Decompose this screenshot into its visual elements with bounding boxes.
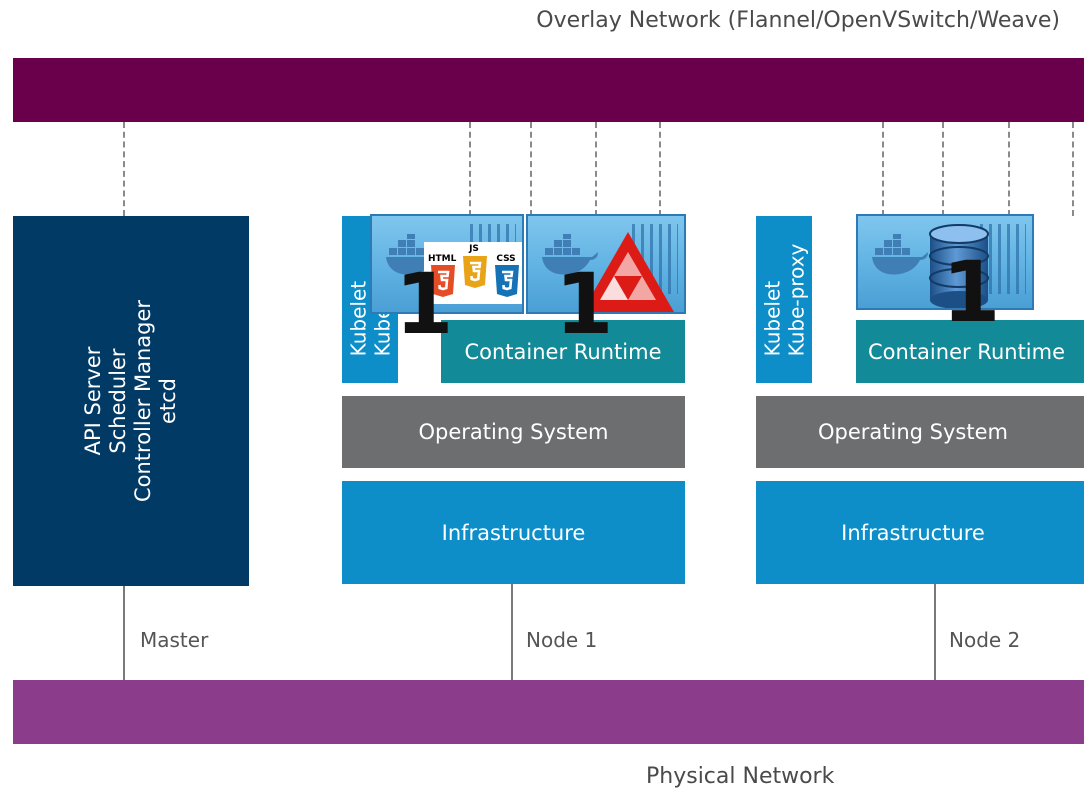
overlay-connector — [942, 122, 944, 216]
node2-container-runtime: Container Runtime — [856, 320, 1084, 383]
physical-network-bar — [13, 680, 1084, 744]
node1-label: Node 1 — [526, 628, 598, 652]
overlay-connector — [1008, 122, 1010, 216]
controller-manager-label: Controller Manager — [131, 299, 155, 503]
node1-container-web-count: 1 — [395, 255, 454, 353]
overlay-network-bar — [13, 58, 1084, 122]
node1-container-web: HTML JS CSS — [370, 214, 524, 314]
js-icon — [463, 256, 487, 288]
database-cylinder-icon — [929, 224, 989, 308]
physical-network-label: Physical Network — [646, 764, 835, 789]
overlay-connector — [123, 122, 125, 216]
overlay-network-label: Overlay Network (Flannel/OpenVSwitch/Wea… — [536, 8, 1060, 33]
overlay-connector — [530, 122, 532, 216]
web-badges: HTML JS CSS — [424, 242, 522, 304]
node2-infrastructure: Infrastructure — [756, 481, 1084, 584]
docker-whale-icon — [542, 234, 598, 275]
css3-icon — [495, 265, 519, 297]
css3-label: CSS — [496, 254, 516, 264]
node1-kubelet-label: Kubelet — [346, 280, 371, 356]
overlay-connector — [595, 122, 597, 216]
node2-kubelet-text: Kubelet Kube-proxy — [760, 243, 808, 356]
master-physical-link — [123, 586, 125, 680]
node1-container-red-count: 1 — [555, 255, 614, 353]
overlay-connector — [882, 122, 884, 216]
node2-kubelet-block: Kubelet Kube-proxy — [756, 216, 812, 383]
node1-physical-link — [511, 584, 513, 680]
overlay-connector — [659, 122, 661, 216]
red-triangle-logo-icon — [582, 232, 674, 312]
node2-container-db — [856, 214, 1034, 310]
node2-container-db-count: 1 — [942, 243, 1001, 341]
master-components-text: API Server Scheduler Controller Manager … — [81, 300, 181, 502]
node2-label: Node 2 — [949, 628, 1021, 652]
master-label: Master — [140, 628, 209, 652]
scheduler-label: Scheduler — [106, 348, 130, 454]
api-server-label: API Server — [81, 346, 105, 456]
node2-kubelet-label: Kubelet — [760, 280, 785, 356]
html5-icon — [431, 265, 455, 297]
node1-container-red — [526, 214, 686, 314]
node2-physical-link — [934, 584, 936, 680]
docker-whale-icon — [872, 234, 928, 275]
node1-infrastructure: Infrastructure — [342, 481, 685, 584]
overlay-connector — [1072, 122, 1074, 216]
node1-container-runtime: Container Runtime — [441, 320, 685, 383]
overlay-connector — [469, 122, 471, 216]
js-label: JS — [469, 244, 479, 254]
etcd-label: etcd — [156, 377, 180, 425]
master-components-block: API Server Scheduler Controller Manager … — [13, 216, 249, 586]
node1-operating-system: Operating System — [342, 396, 685, 468]
node2-kube-proxy-label: Kube-proxy — [784, 243, 809, 356]
node2-operating-system: Operating System — [756, 396, 1084, 468]
html5-label: HTML — [428, 254, 457, 264]
